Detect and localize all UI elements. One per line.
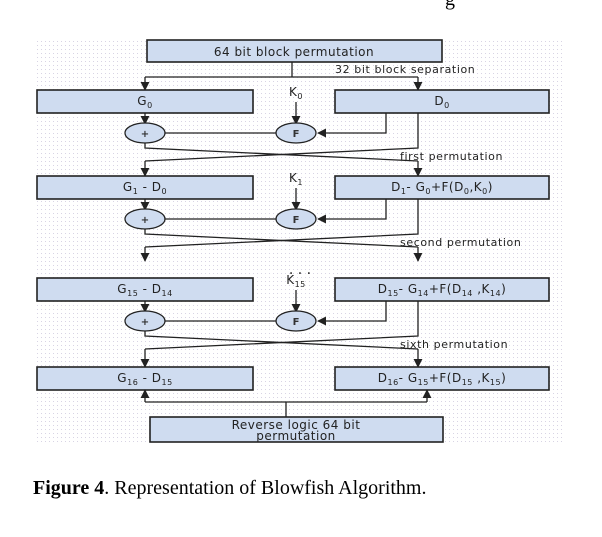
caption-text: . Representation of Blowfish Algorithm. (104, 477, 427, 499)
f-symbol-1: F (293, 215, 300, 226)
left-block-label-0-text: G (137, 94, 147, 108)
left-block-label-0-subscript: 0 (147, 101, 153, 110)
block-permutation-label: 64 bit block permutation (214, 45, 374, 59)
left-block-label-2-subscript: 15 (127, 289, 138, 298)
right-block-label-3-text: D (378, 371, 388, 385)
reverse-permutation-line1: Reverse logic 64 bit (232, 418, 361, 432)
previous-text-fragment: g (445, 0, 455, 11)
right-block-label-2: D15​- G14​+F(D14​ ,K14​) (378, 282, 507, 298)
xor-symbol-2: + (141, 317, 149, 328)
right-block-label-2-text: D (378, 282, 388, 296)
right-block-1 (334, 175, 550, 200)
left-block-label-3: G16​ - D15​ (117, 371, 172, 387)
xor-symbol-1: + (141, 215, 149, 226)
right-to-f-line-2 (317, 301, 387, 326)
right-block-label-1-text: ,K (469, 180, 482, 194)
cross-left-2 (144, 331, 419, 350)
key-label-1: K1 (289, 171, 303, 187)
right-block-label-1-text: ) (488, 180, 493, 194)
left-block-label-3-subscript: 16 (127, 378, 138, 387)
cross-right-1 (144, 199, 419, 248)
block-permutation-box (146, 39, 443, 63)
reverse-permutation-box (149, 416, 444, 443)
right-block-label-1: D1​- G0​+F(D0​,K0​) (391, 180, 493, 196)
split-note: 32 bit block separation (335, 63, 475, 76)
right-block-label-1-text: +F(D (431, 180, 464, 194)
right-block-label-1-text: - G (406, 180, 425, 194)
left-block-label-1-text: G (123, 180, 133, 194)
right-block-label-3-subscript: 16 (387, 378, 398, 387)
left-block-label-2: G15​ - D14​ (117, 282, 172, 298)
right-block-label-3-text: - G (399, 371, 418, 385)
left-block-label-1-subscript: 1 (133, 187, 139, 196)
left-block-label-3-subscript: 15 (162, 378, 173, 387)
right-to-f-line-1 (317, 199, 387, 224)
cross-left-1 (144, 229, 419, 248)
right-block-0 (334, 89, 550, 114)
cross-left-0 (144, 143, 419, 162)
right-block-label-2-subscript: 14 (462, 289, 473, 298)
right-block-label-1-subscript: 0 (464, 187, 470, 196)
right-block-label-2-text: - G (399, 282, 418, 296)
left-block-label-0: G0​ (137, 94, 152, 110)
right-block-3 (334, 366, 550, 391)
left-block-label-1-text: - D (138, 180, 161, 194)
xor-symbol-0: + (141, 129, 149, 140)
caption-label: Figure 4 (33, 477, 105, 499)
right-block-label-3-text: ) (501, 371, 506, 385)
right-block-label-1-subscript: 0 (482, 187, 488, 196)
right-block-label-1-text: D (391, 180, 401, 194)
right-block-label-0: D0​ (434, 94, 449, 110)
left-block-label-1-subscript: 0 (162, 187, 168, 196)
right-block-label-1-subscript: 1 (401, 187, 407, 196)
right-block-label-2-subscript: 14 (418, 289, 429, 298)
cross-right-2 (144, 301, 419, 350)
right-block-label-2-subscript: 14 (490, 289, 501, 298)
permutation-note-0: first permutation (400, 150, 503, 163)
key-label-2: K15 (286, 273, 306, 289)
right-block-2 (334, 277, 550, 302)
left-block-label-1: G1​ - D0​ (123, 180, 167, 196)
right-block-label-3-subscript: 15 (418, 378, 429, 387)
left-block-label-3-text: G (117, 371, 127, 385)
permutation-note-2: sixth permutation (400, 338, 508, 351)
right-block-label-0-text: D (434, 94, 444, 108)
right-block-label-0-subscript: 0 (444, 101, 450, 110)
figure-caption: Figure 4. Representation of Blowfish Alg… (33, 477, 426, 500)
left-block-label-2-text: - D (138, 282, 161, 296)
right-block-label-3-text: +F(D (429, 371, 462, 385)
reverse-permutation-line2: permutation (256, 429, 336, 443)
right-block-label-2-subscript: 15 (387, 289, 398, 298)
left-block-label-3-text: - D (138, 371, 161, 385)
right-block-label-2-text: +F(D (429, 282, 462, 296)
ellipsis: . . . (289, 262, 311, 278)
right-block-label-1-subscript: 0 (425, 187, 431, 196)
right-block-label-3-subscript: 15 (462, 378, 473, 387)
right-block-label-3: D16​- G15​+F(D15​ ,K15​) (378, 371, 507, 387)
key-label-0: K0 (289, 85, 303, 101)
f-symbol-0: F (293, 129, 300, 140)
right-block-label-2-text: ,K (473, 282, 491, 296)
left-block-label-2-subscript: 14 (162, 289, 173, 298)
right-to-f-line-0 (317, 113, 387, 138)
right-block-label-3-text: ,K (473, 371, 491, 385)
permutation-note-1: second permutation (400, 236, 521, 249)
right-block-label-3-subscript: 15 (490, 378, 501, 387)
cross-right-0 (144, 113, 419, 162)
blowfish-diagram: 64 bit block permutation 32 bit block se… (35, 39, 563, 444)
f-symbol-2: F (293, 317, 300, 328)
right-block-label-2-text: ) (501, 282, 506, 296)
left-block-label-2-text: G (117, 282, 127, 296)
